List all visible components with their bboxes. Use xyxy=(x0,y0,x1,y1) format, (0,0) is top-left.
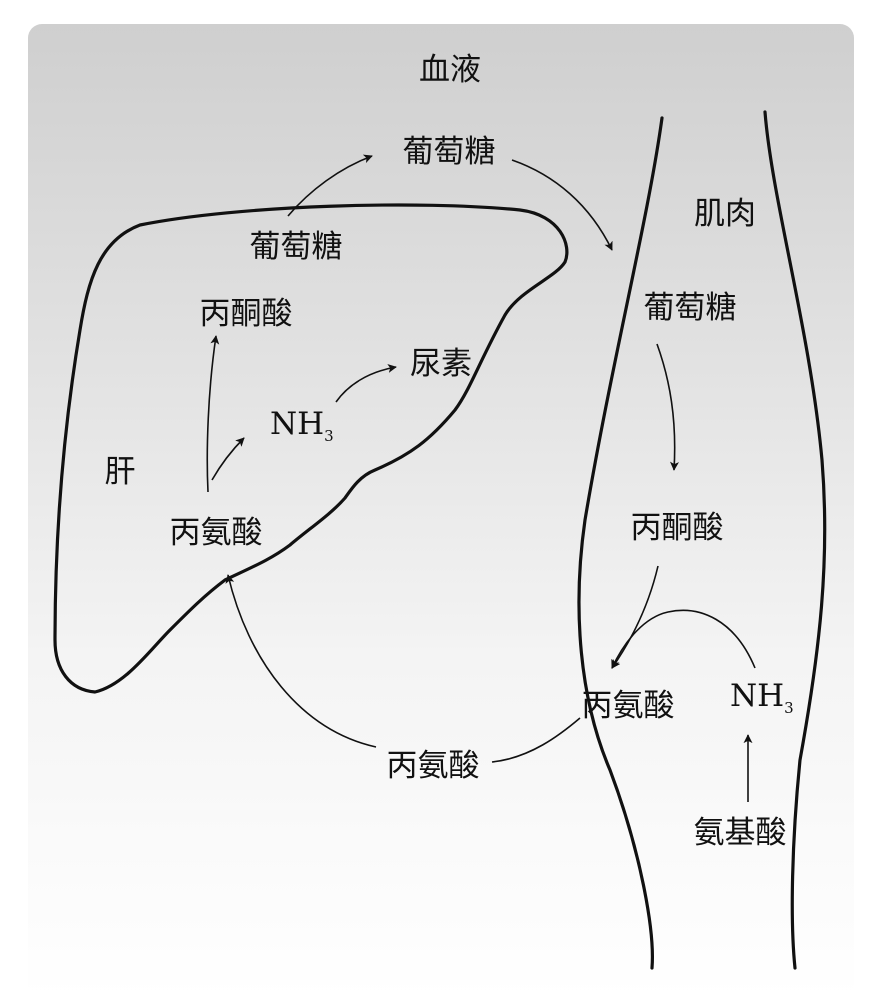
muscle-label: 肌肉 xyxy=(694,196,756,232)
arrow-pyruvate-to-muscle-alanine xyxy=(611,565,659,669)
arrow-alanine-to-pyruvate xyxy=(206,335,220,493)
blood-label: 血液 xyxy=(419,52,481,88)
arrow-blood-glucose-to-muscle xyxy=(511,159,613,251)
blood-alanine-label: 丙氨酸 xyxy=(387,748,480,784)
arrow-alanine-to-ammonia xyxy=(211,437,245,481)
arrow-muscle-glucose-to-pyruvate xyxy=(656,343,679,471)
liver-pyruvate-label: 丙酮酸 xyxy=(200,296,293,332)
muscle-glucose-label: 葡萄糖 xyxy=(644,290,737,326)
muscle-ammonia-label: NH3 xyxy=(730,678,794,717)
muscle-left-boundary xyxy=(577,116,664,970)
background-panel xyxy=(28,24,854,999)
liver-glucose-label: 葡萄糖 xyxy=(250,229,343,265)
muscle-right-boundary xyxy=(763,110,827,970)
arrow-blood-alanine-to-liver xyxy=(225,574,377,748)
muscle-amino-acid-label: 氨基酸 xyxy=(694,815,787,851)
arrow-ammonia-to-alanine-loop xyxy=(611,609,756,669)
liver-outline xyxy=(53,203,569,694)
arrow-muscle-alanine-to-blood-alanine xyxy=(491,717,581,763)
liver-label: 肝 xyxy=(105,454,136,490)
muscle-pyruvate-label: 丙酮酸 xyxy=(631,510,724,546)
blood-glucose-label: 葡萄糖 xyxy=(403,134,496,170)
arrow-ammonia-to-urea xyxy=(335,363,397,403)
liver-urea-label: 尿素 xyxy=(410,346,472,382)
arrow-liver-glucose-to-blood-glucose xyxy=(287,154,373,217)
muscle-alanine-label: 丙氨酸 xyxy=(582,688,675,724)
liver-alanine-label: 丙氨酸 xyxy=(170,515,263,551)
liver-ammonia-label: NH3 xyxy=(270,406,334,445)
